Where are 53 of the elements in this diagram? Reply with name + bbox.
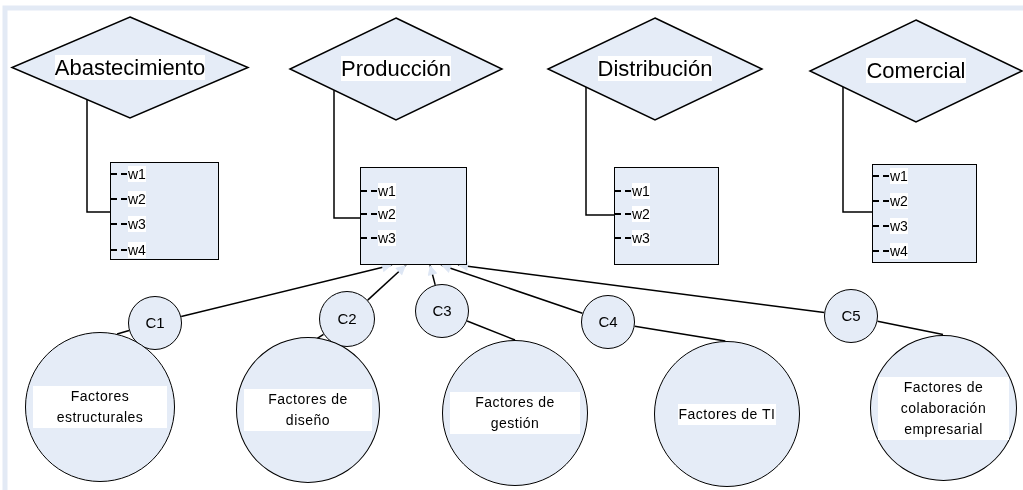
diamond-label: Producción (340, 56, 452, 81)
circle-label: C2 (337, 310, 357, 328)
circle-label: C5 (841, 307, 861, 325)
factor-label: Factores de diseño (244, 389, 372, 431)
list-item: w3 (890, 218, 908, 234)
diamond-label: Abastecimiento (54, 54, 206, 80)
list-item: w2 (632, 206, 650, 222)
factor-label: Factores de gestión (450, 392, 580, 434)
list-item: w4 (890, 243, 908, 259)
criterion-circle (824, 289, 878, 343)
connector-line (876, 320, 944, 336)
list-box (110, 162, 219, 260)
decision-diamond (810, 20, 1022, 122)
list-item: w1 (378, 183, 396, 199)
arrow (440, 263, 584, 315)
arrow (457, 261, 825, 314)
connector-line (633, 325, 727, 342)
circle-label: C1 (145, 314, 165, 332)
connector-line (333, 89, 361, 219)
list-box (614, 167, 719, 265)
list-item: w3 (378, 230, 396, 246)
factor-label: Factores estructurales (33, 386, 167, 428)
list-item: w3 (632, 230, 650, 246)
arrow (366, 264, 407, 301)
list-item: w2 (128, 191, 146, 207)
list-item: w1 (128, 166, 146, 182)
connector-line (86, 98, 111, 213)
criterion-circle (128, 296, 182, 350)
list-box (872, 164, 977, 263)
list-item: w2 (890, 193, 908, 209)
factor-label: Factores de colaboración empresarial (878, 376, 1009, 440)
factor-label: Factores de TI (678, 403, 776, 425)
connector-line (585, 86, 615, 216)
decision-diamond (12, 17, 248, 118)
connector-line (842, 86, 873, 213)
list-item: w1 (890, 168, 908, 184)
decision-diamond (290, 18, 502, 120)
decision-diamond (548, 18, 762, 120)
list-item: w2 (378, 206, 396, 222)
connector-line (466, 320, 516, 341)
criterion-circle (581, 295, 635, 349)
arrow (427, 264, 438, 286)
criterion-circle (415, 284, 469, 338)
list-item: w1 (632, 183, 650, 199)
diamond-label: Distribución (597, 56, 713, 81)
criterion-circle (319, 291, 375, 347)
diamond-label: Comercial (866, 58, 966, 83)
circle-label: C4 (598, 313, 618, 331)
connector-line (116, 329, 130, 335)
list-item: w3 (128, 216, 146, 232)
circle-label: C3 (432, 302, 452, 320)
list-box (360, 167, 467, 265)
list-item: w4 (128, 242, 146, 258)
